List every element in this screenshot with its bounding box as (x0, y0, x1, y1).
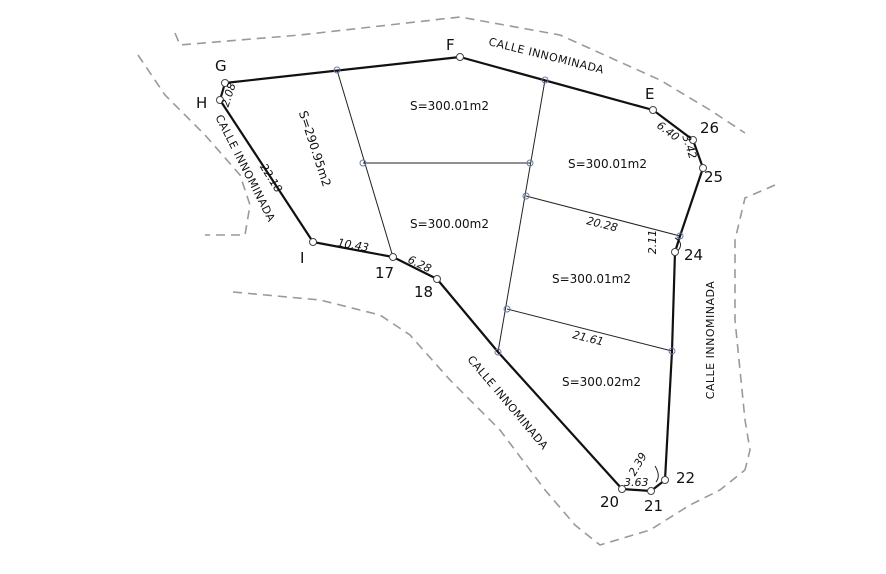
vertex-node-26 (689, 136, 697, 144)
dimension-label: 3.42 (679, 133, 699, 160)
street-edge-right (734, 184, 776, 471)
dimension-label: 6.40 (654, 119, 681, 144)
vertex-node-17 (389, 253, 397, 261)
lot-area-label: S=290.95m2 (296, 109, 334, 188)
vertex-label-17: 17 (375, 264, 394, 282)
vertex-node-18 (433, 275, 441, 283)
vertex-label-22: 22 (676, 469, 695, 487)
division-line (525, 195, 681, 237)
vertex-node-22 (661, 476, 669, 484)
lot-area-label: S=300.01m2 (568, 157, 647, 171)
vertex-node-20 (618, 485, 626, 493)
vertex-nodes (216, 53, 707, 495)
point-marker (541, 76, 549, 84)
vertex-labels: F E G H I 17 18 20 21 22 24 25 26 (196, 36, 723, 515)
point-marker (522, 192, 530, 200)
vertex-node-g (221, 79, 229, 87)
intermediate-points (333, 66, 684, 356)
point-marker (503, 305, 511, 313)
dimension-label: 2.11 (646, 230, 659, 255)
vertex-node-i (309, 238, 317, 246)
vertex-label-21: 21 (644, 497, 663, 515)
dimension-arrow (654, 465, 659, 483)
street-edges (137, 16, 776, 546)
vertex-node-f (456, 53, 464, 61)
street-edge-bottom (232, 291, 746, 546)
point-marker (676, 232, 684, 240)
point-marker (526, 159, 534, 167)
dimension-label: 2.39 (626, 450, 650, 478)
vertex-label-20: 20 (600, 493, 619, 511)
vertex-label-f: F (446, 36, 455, 54)
dimension-label: 10.43 (336, 236, 369, 254)
vertex-node-24 (671, 248, 679, 256)
vertex-node-25 (699, 164, 707, 172)
vertex-node-h (216, 96, 224, 104)
vertex-label-25: 25 (704, 168, 723, 186)
vertex-label-18: 18 (414, 283, 433, 301)
lot-area-label: S=300.01m2 (552, 272, 631, 286)
dimension-label: 3.63 (624, 476, 649, 489)
point-marker (494, 348, 502, 356)
vertex-label-i: I (300, 249, 304, 267)
street-names: CALLE INNOMINADA CALLE INNOMINADA CALLE … (212, 35, 717, 452)
lot-area-label: S=300.02m2 (562, 375, 641, 389)
street-edge-left (137, 54, 251, 236)
dimension-label: 2.08 (219, 81, 239, 108)
vertex-label-h: H (196, 94, 207, 112)
point-marker (668, 347, 676, 355)
vertex-label-26: 26 (700, 119, 719, 137)
street-edge-top (174, 16, 746, 134)
lot-area-label: S=300.01m2 (410, 99, 489, 113)
street-name-right: CALLE INNOMINADA (704, 281, 717, 400)
vertex-label-24: 24 (684, 246, 703, 264)
street-name-bottom: CALLE INNOMINADA (465, 353, 551, 452)
dimension-label: 20.28 (585, 214, 619, 234)
point-marker (333, 66, 341, 74)
vertex-node-21 (647, 487, 655, 495)
division-line (506, 308, 673, 352)
dimension-label: 6.28 (406, 253, 434, 275)
point-marker (359, 159, 367, 167)
dimension-label: 21.61 (571, 328, 605, 348)
vertex-label-e: E (645, 85, 654, 103)
lot-area-label: S=300.00m2 (410, 217, 489, 231)
vertex-node-e (649, 106, 657, 114)
vertex-label-g: G (215, 57, 227, 75)
